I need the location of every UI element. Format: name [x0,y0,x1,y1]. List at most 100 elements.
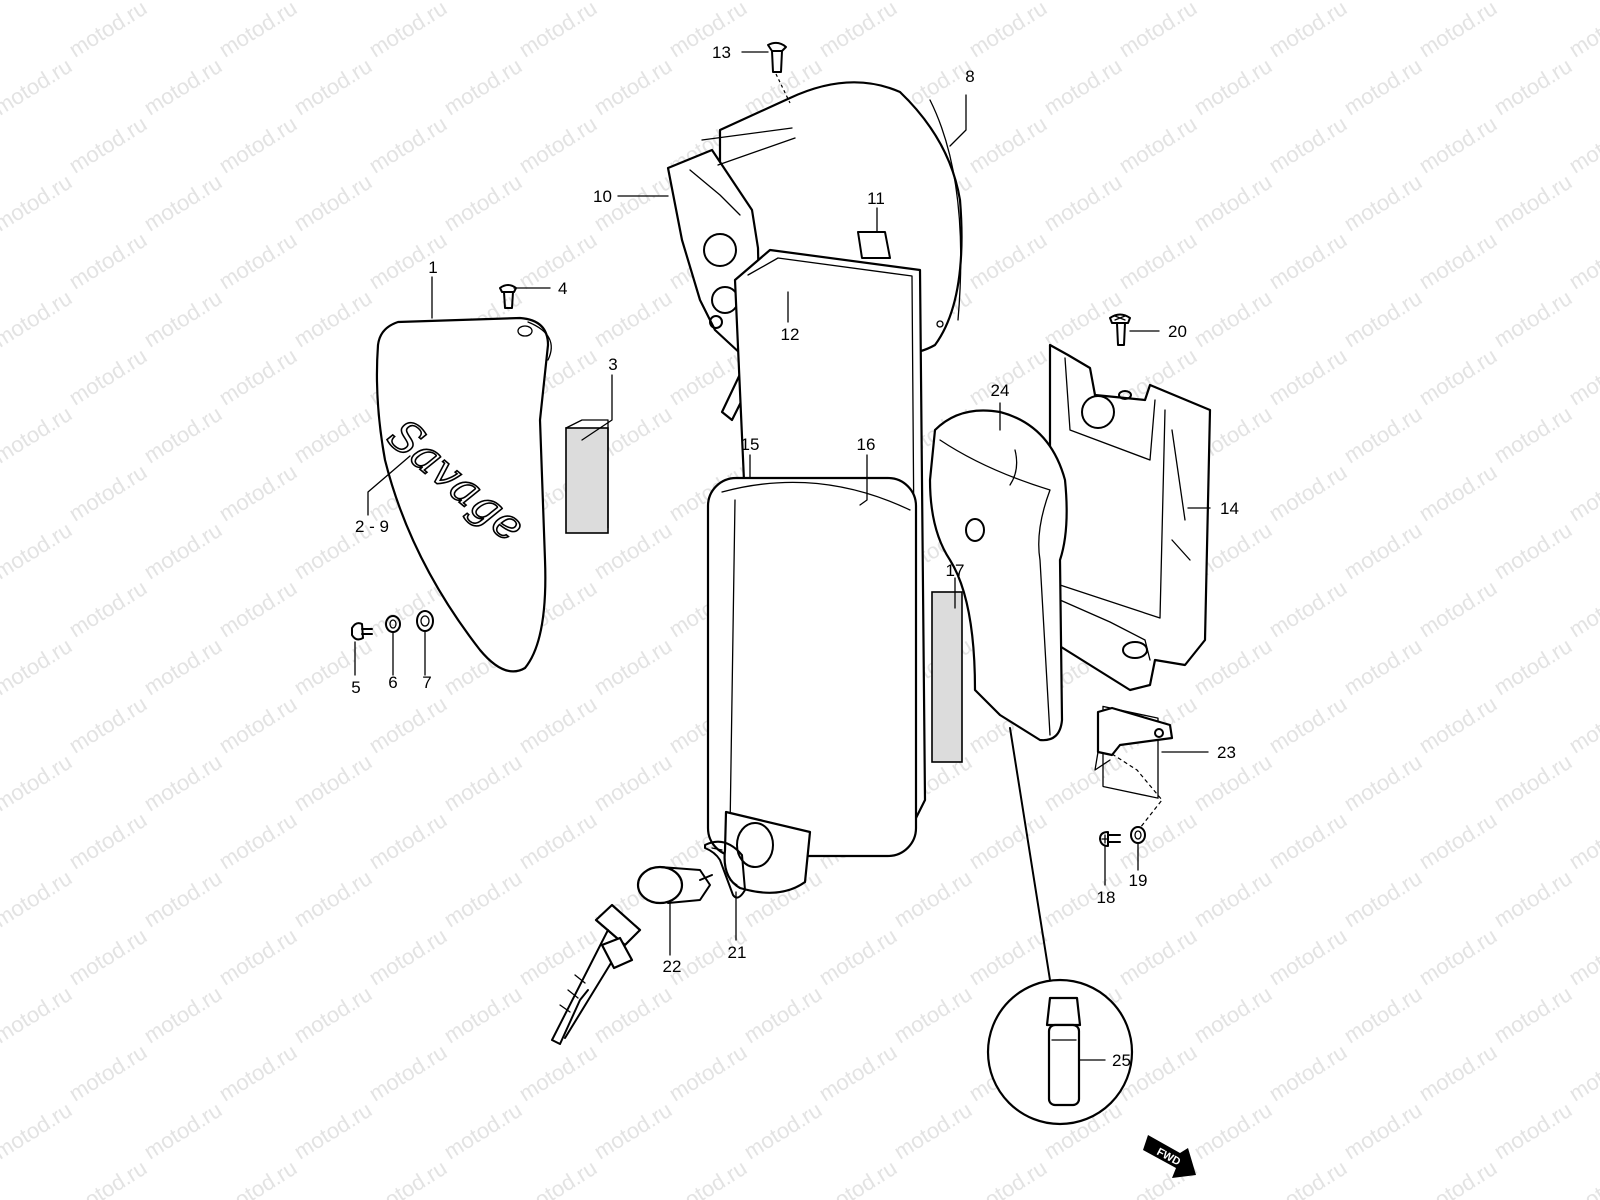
callout-17: 17 [946,561,965,580]
watermark-text: motod.ru [1339,981,1426,1048]
watermark-text: motod.ru [139,0,226,4]
watermark-text: motod.ru [1189,53,1276,120]
watermark-text: motod.ru [814,1039,901,1106]
watermark-text: motod.ru [0,517,76,584]
watermark-text: motod.ru [64,807,151,874]
watermark-text: motod.ru [1564,343,1600,410]
watermark-text: motod.ru [814,1155,901,1200]
watermark-text: motod.ru [139,53,226,120]
watermark-text: motod.ru [514,1039,601,1106]
watermark-text: motod.ru [364,227,451,294]
callout-19: 19 [1129,871,1148,890]
watermark-text: motod.ru [139,865,226,932]
callout-4: 4 [558,279,567,298]
callout-11: 11 [867,189,885,208]
watermark-text: motod.ru [1189,1097,1276,1164]
callout-23: 23 [1217,743,1236,762]
watermark-text: motod.ru [1414,807,1501,874]
watermark-text: motod.ru [64,227,151,294]
watermark-text: motod.ru [0,111,1,178]
watermark-text: motod.ru [214,1155,301,1200]
watermark-text: motod.ru [0,865,76,932]
watermark-text: motod.ru [289,0,376,4]
watermark-text: motod.ru [1264,575,1351,642]
watermark-text: motod.ru [1564,111,1600,178]
watermark-text: motod.ru [1564,227,1600,294]
watermark-text: motod.ru [1564,459,1600,526]
watermark-text: motod.ru [1414,0,1501,62]
watermark-text: motod.ru [364,111,451,178]
watermark-text: motod.ru [1489,1097,1576,1164]
watermark-text: motod.ru [0,0,76,4]
callout-10: 10 [593,187,612,206]
callout-15: 15 [741,435,760,454]
watermark-text: motod.ru [289,401,376,468]
watermark-text: motod.ru [1414,575,1501,642]
watermark-text: motod.ru [1264,1155,1351,1200]
watermark-text: motod.ru [964,1155,1051,1200]
watermark-text: motod.ru [1489,749,1576,816]
watermark-text: motod.ru [0,285,76,352]
watermark-text: motod.ru [1339,169,1426,236]
watermark-text: motod.ru [889,865,976,932]
fwd-label: FWD [1155,1146,1183,1168]
watermark-text: motod.ru [139,1097,226,1164]
watermark-text: motod.ru [1564,691,1600,758]
watermark-text: motod.ru [1264,343,1351,410]
watermark-text: motod.ru [1264,459,1351,526]
watermark-text: motod.ru [814,0,901,62]
watermark-text: motod.ru [1114,227,1201,294]
watermark-text: motod.ru [1564,575,1600,642]
watermark-text: motod.ru [1489,53,1576,120]
watermark-text: motod.ru [514,1155,601,1200]
watermark-text: motod.ru [1039,285,1126,352]
watermark-text: motod.ru [439,53,526,120]
watermark-text: motod.ru [1414,111,1501,178]
tool-box-seal [931,591,963,763]
callout-2-9: 2 - 9 [355,517,389,536]
watermark-text: motod.ru [289,1097,376,1164]
watermark-text: motod.ru [889,0,976,4]
watermark-text: motod.ru [514,0,601,62]
callout-14: 14 [1220,499,1239,518]
watermark-text: motod.ru [889,981,976,1048]
watermark-text: motod.ru [964,111,1051,178]
watermark-text: motod.ru [0,691,1,758]
bracket-group [1048,313,1212,847]
watermark-text: motod.ru [0,1097,76,1164]
watermark-text: motod.ru [1339,401,1426,468]
watermark-text: motod.ru [1414,227,1501,294]
watermark-text: motod.ru [964,807,1051,874]
watermark-text: motod.ru [139,981,226,1048]
watermark-text: motod.ru [589,633,676,700]
watermark-text: motod.ru [1114,111,1201,178]
watermark-text: motod.ru [1339,1097,1426,1164]
callout-6: 6 [388,673,397,692]
watermark-text: motod.ru [1414,343,1501,410]
callout-18: 18 [1097,888,1116,907]
watermark-text: motod.ru [64,111,151,178]
watermark-text: motod.ru [1189,285,1276,352]
callout-13: 13 [712,43,731,62]
watermark-text: motod.ru [214,807,301,874]
watermark-text: motod.ru [664,0,751,62]
watermark-text: motod.ru [589,53,676,120]
watermark-text: motod.ru [1039,53,1126,120]
callout-25: 25 [1112,1051,1131,1070]
watermark-text: motod.ru [1564,0,1600,62]
watermark-text: motod.ru [1414,923,1501,990]
watermark-text: motod.ru [0,401,76,468]
watermark-text: motod.ru [0,749,76,816]
watermark-text: motod.ru [964,0,1051,62]
watermark-text: motod.ru [364,1039,451,1106]
watermark-text: motod.ru [1489,981,1576,1048]
callout-22: 22 [663,957,682,976]
watermark-text: motod.ru [364,1155,451,1200]
callout-8: 8 [965,67,974,86]
watermark-text: motod.ru [1564,1155,1600,1200]
watermark-text: motod.ru [214,227,301,294]
watermark-text: motod.ru [64,0,151,62]
watermark-text: motod.ru [739,0,826,4]
watermark-text: motod.ru [0,633,76,700]
watermark-text: motod.ru [1489,633,1576,700]
